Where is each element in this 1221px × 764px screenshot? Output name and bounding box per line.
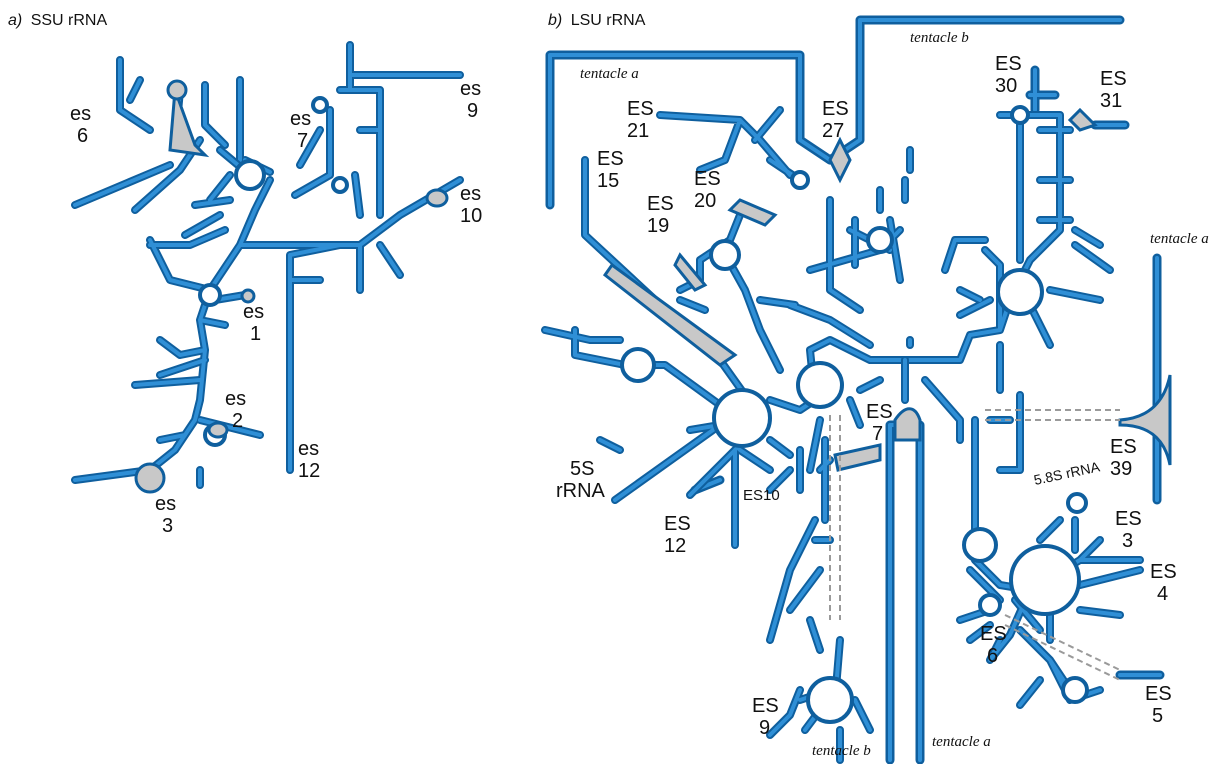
label-ES10: ES10 <box>743 487 780 504</box>
loop <box>200 285 220 305</box>
loop <box>236 161 264 189</box>
lsu-helices <box>545 110 1140 760</box>
expansion-region-es15 <box>605 265 735 365</box>
loop <box>980 595 1000 615</box>
tentacle-label-b-bottom: tentacle b <box>812 743 871 759</box>
dashed-contact <box>830 415 840 620</box>
central-loop <box>714 390 770 446</box>
loop <box>808 678 852 722</box>
loop-5-8s <box>1011 546 1079 614</box>
loop <box>798 363 842 407</box>
tentacle-label-a-bottom: tentacle a <box>932 734 991 750</box>
loop <box>868 228 892 252</box>
label-5-8S-rRNA: 5.8S rRNA <box>1032 458 1101 488</box>
dashed-contact <box>1005 615 1120 680</box>
ssu-structure <box>75 45 460 492</box>
loop <box>711 241 739 269</box>
loop <box>622 349 654 381</box>
loop <box>998 270 1042 314</box>
loop <box>313 98 327 112</box>
lsu-panel-title: b) LSU rRNA <box>548 12 646 29</box>
panel-titles: a) SSU rRNA b) LSU rRNA <box>8 12 646 29</box>
loop <box>1068 494 1086 512</box>
tentacle-label-a-top: tentacle a <box>580 66 639 82</box>
ssu-panel-title: a) SSU rRNA <box>8 12 107 29</box>
loop <box>792 172 808 188</box>
expansion-region-es10 <box>427 190 447 206</box>
expansion-region-es3 <box>136 464 164 492</box>
tentacle-label-a-right: tentacle a <box>1150 231 1209 247</box>
tentacle-label-b-top: tentacle b <box>910 30 969 46</box>
ssu-helices <box>75 45 460 485</box>
expansion-region-es2 <box>209 423 227 437</box>
loop <box>333 178 347 192</box>
loop <box>964 529 996 561</box>
expansion-region-es31 <box>1070 110 1095 130</box>
expansion-region-es7-arm <box>835 445 880 470</box>
tentacle-bottom <box>890 425 920 760</box>
loop <box>1012 107 1028 123</box>
expansion-region-es6-loop <box>168 81 186 99</box>
expansion-region-es7 <box>895 409 920 440</box>
loop <box>1063 678 1087 702</box>
